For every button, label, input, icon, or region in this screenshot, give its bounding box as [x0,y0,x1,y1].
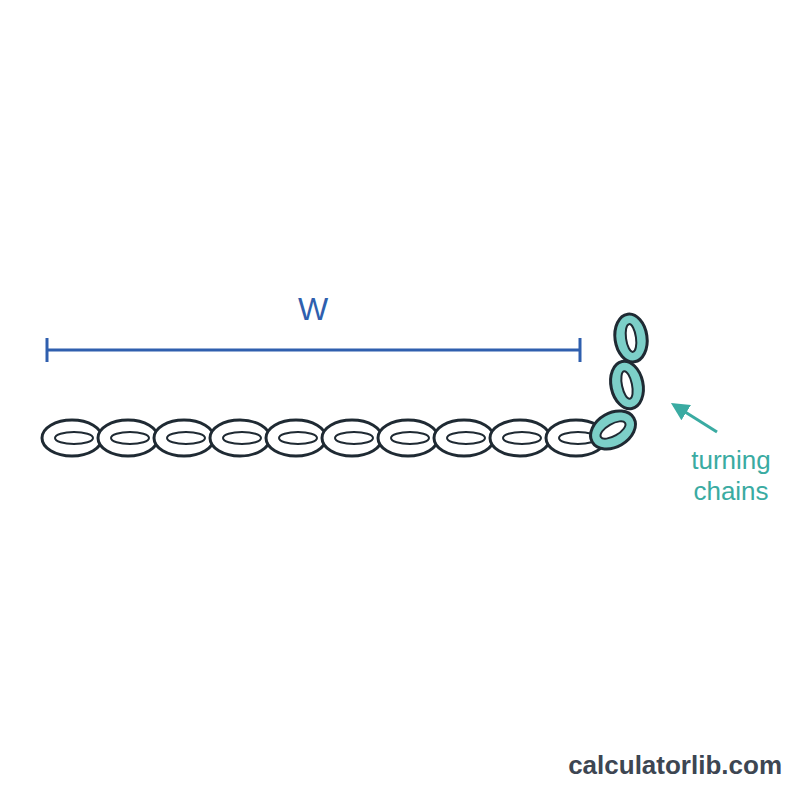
chain-link-hole [503,432,541,444]
chain-link [490,420,550,456]
turning-chain-link [606,358,647,412]
chain-link [322,420,382,456]
callout-arrow [674,405,717,432]
chain-link [378,420,438,456]
dimension-label: W [263,290,363,328]
chain-link-outline [378,420,438,456]
chain-link [98,420,158,456]
chain-link-hole [167,432,205,444]
width-dimension-line [47,338,580,362]
chain-link-hole [447,432,485,444]
chain-link [266,420,326,456]
chain-link-outline [266,420,326,456]
chain-link [434,420,494,456]
turning-chain-link [612,312,650,364]
callout-label: turning chains [668,445,794,507]
chain-link-outline [42,420,102,456]
chain-link [42,420,102,456]
chain-link-outline [322,420,382,456]
watermark: calculatorlib.com [480,750,782,781]
foundation-chain [42,420,606,456]
chain-link-hole [111,432,149,444]
turning-chain-link [584,403,643,456]
chain-link-outline [490,420,550,456]
chain-link-outline [434,420,494,456]
chain-link-hole [223,432,261,444]
chain-link [154,420,214,456]
chain-link-hole [391,432,429,444]
chain-link-outline [154,420,214,456]
chain-link-hole [335,432,373,444]
chain-link-outline [98,420,158,456]
chain-link-hole [279,432,317,444]
chain-link-outline [210,420,270,456]
turning-chain [584,312,650,457]
chain-link-hole [55,432,93,444]
chain-link [210,420,270,456]
